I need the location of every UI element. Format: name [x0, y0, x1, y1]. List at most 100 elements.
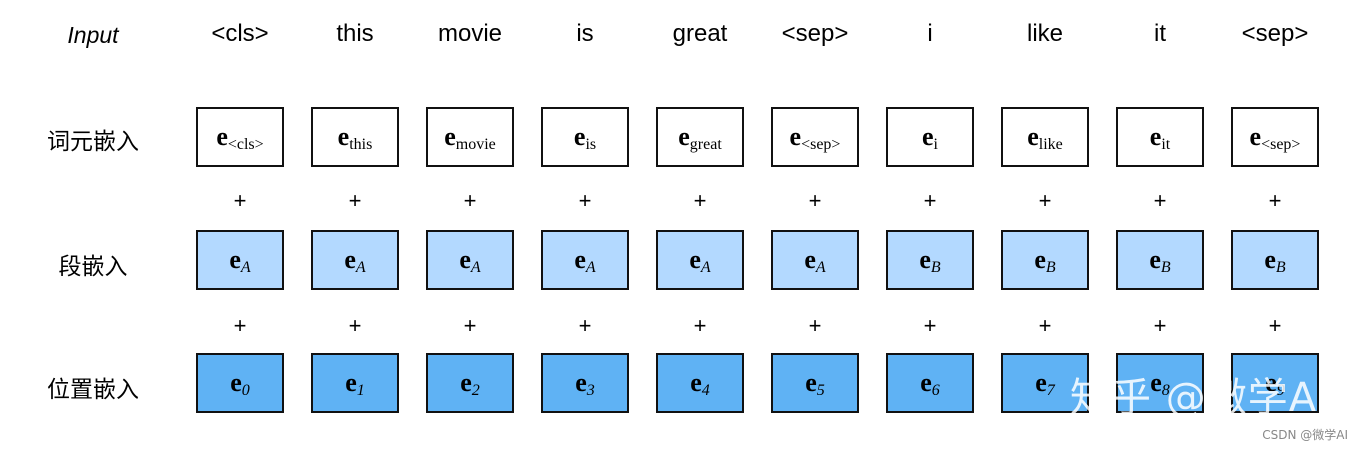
embedding-subscript: 4	[701, 382, 710, 399]
plus-sign: +	[1153, 313, 1167, 338]
plus-sign: +	[1268, 313, 1282, 338]
input-token: movie	[437, 20, 503, 47]
embedding-subscript: 0	[241, 382, 250, 399]
embedding-subscript: B	[1045, 259, 1056, 276]
embedding-subscript: <sep>	[1261, 136, 1301, 153]
embedding-symbol: e	[345, 368, 357, 397]
embedding-symbol: e	[922, 122, 934, 151]
embedding-symbol: e	[573, 122, 586, 151]
embedding-subscript: i	[933, 136, 938, 153]
embedding-symbol: e	[690, 368, 702, 397]
plus-sign: +	[233, 313, 247, 338]
plus-sign: +	[923, 313, 937, 338]
embedding-symbol: e	[678, 122, 690, 151]
embedding-subscript: 2	[471, 382, 480, 399]
token-embedding-box: e<sep>	[771, 107, 859, 167]
embedding-subscript: A	[470, 259, 481, 276]
embedding-subscript: great	[689, 136, 722, 153]
input-token: great	[672, 20, 728, 47]
watermark-footer: CSDN @微学AI	[1262, 428, 1348, 442]
embedding-symbol: e	[1264, 245, 1276, 274]
embedding-symbol: e	[1249, 122, 1262, 151]
plus-sign: +	[348, 313, 362, 338]
embedding-subscript: 9	[1276, 382, 1285, 399]
input-token: is	[576, 20, 594, 47]
embedding-subscript: A	[585, 259, 596, 276]
plus-sign: +	[1153, 188, 1167, 213]
plus-sign: +	[1038, 313, 1052, 338]
embedding-symbol: e	[459, 245, 471, 274]
plus-sign: +	[923, 188, 937, 213]
input-token: like	[1026, 20, 1063, 47]
embedding-subscript: <cls>	[227, 136, 264, 153]
embedding-subscript: A	[700, 259, 711, 276]
embedding-subscript: A	[355, 259, 366, 276]
embedding-symbol: e	[1149, 245, 1161, 274]
embedding-symbol: e	[574, 245, 586, 274]
embedding-subscript: movie	[455, 136, 496, 153]
input-token: <cls>	[211, 20, 269, 47]
embedding-symbol: e	[1035, 368, 1047, 397]
plus-sign: +	[578, 188, 592, 213]
embedding-subscript: 3	[586, 382, 595, 399]
input-token: it	[1154, 20, 1166, 47]
embedding-subscript: A	[815, 259, 826, 276]
embedding-subscript: A	[240, 259, 251, 276]
embedding-subscript: 7	[1046, 382, 1055, 399]
token-embedding-box: e<sep>	[1231, 107, 1319, 167]
plus-sign: +	[463, 313, 477, 338]
embedding-subscript: this	[349, 136, 373, 153]
embedding-symbol: e	[1027, 122, 1039, 151]
input-token: <sep>	[1241, 20, 1309, 47]
token-embedding-row-label: 词元嵌入	[47, 129, 139, 155]
input-row-label: Input	[67, 22, 119, 48]
embedding-symbol: e	[920, 368, 932, 397]
embedding-symbol: e	[337, 122, 350, 151]
segment-embedding-row-label: 段嵌入	[58, 254, 128, 280]
embedding-subscript: is	[585, 136, 597, 153]
input-token: i	[927, 20, 933, 47]
embedding-subscript: B	[1275, 259, 1286, 276]
plus-sign: +	[1268, 188, 1282, 213]
embedding-symbol: e	[575, 368, 587, 397]
plus-sign: +	[578, 313, 592, 338]
embedding-symbol: e	[460, 368, 472, 397]
embedding-symbol: e	[1034, 245, 1046, 274]
embedding-symbol: e	[1150, 368, 1162, 397]
embedding-symbol: e	[229, 245, 241, 274]
embedding-symbol: e	[805, 368, 817, 397]
plus-sign: +	[233, 188, 247, 213]
embedding-subscript: like	[1038, 136, 1063, 153]
input-token: this	[336, 20, 374, 47]
position-embedding-row-label: 位置嵌入	[47, 377, 139, 403]
watermark-overlay: 知乎 @微学AI	[1070, 375, 1330, 421]
embedding-subscript: <sep>	[801, 136, 841, 153]
plus-sign: +	[693, 188, 707, 213]
plus-sign: +	[808, 188, 822, 213]
embedding-symbol: e	[216, 122, 228, 151]
plus-sign: +	[693, 313, 707, 338]
embedding-subscript: B	[1160, 259, 1171, 276]
embedding-symbol: e	[1149, 122, 1162, 151]
